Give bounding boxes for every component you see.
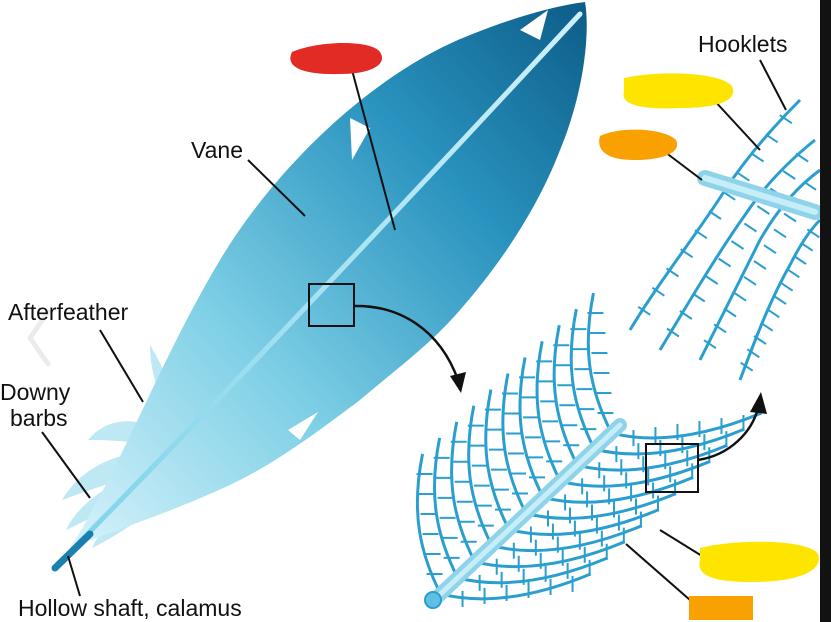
label-vane: Vane <box>191 137 244 163</box>
zoom-box-2 <box>645 443 699 493</box>
hooklet-detail <box>628 98 823 381</box>
label-afterfeather: Afterfeather <box>8 299 129 325</box>
leader-lines <box>41 59 787 601</box>
curved-arrow-icon <box>697 392 767 462</box>
vane <box>70 2 587 548</box>
redaction-marks <box>290 43 819 620</box>
rachis <box>59 11 583 563</box>
barb-detail <box>415 292 763 609</box>
redaction-red <box>290 43 383 75</box>
label-hollow-shaft: Hollow shaft, calamus <box>18 595 242 621</box>
label-downy-barbs-2: barbs <box>10 405 68 431</box>
label-downy-barbs-1: Downy <box>0 379 71 405</box>
redaction-orange-top <box>599 129 678 160</box>
label-hooklets: Hooklets <box>698 31 788 57</box>
curved-arrow-icon <box>353 304 466 393</box>
window-edge <box>820 0 831 622</box>
redaction-orange-bottom <box>689 596 753 620</box>
feather <box>51 2 587 572</box>
redaction-yellow-top <box>623 73 734 109</box>
redaction-yellow-bottom <box>699 541 819 582</box>
chevron-left-icon[interactable] <box>27 309 51 367</box>
